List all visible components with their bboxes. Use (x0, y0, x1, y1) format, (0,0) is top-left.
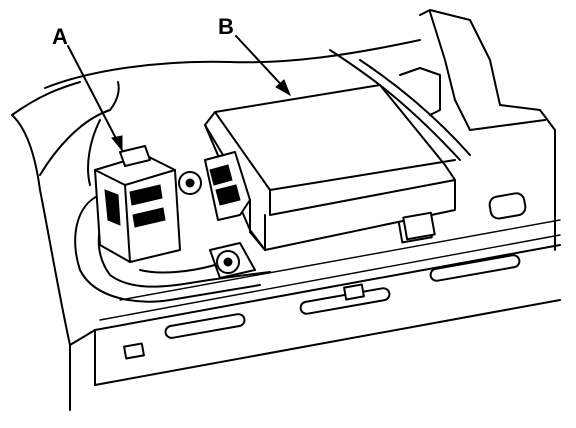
leader-arrow-b (275, 79, 291, 97)
leader-arrow-a (111, 135, 123, 152)
unit-connector (204, 151, 251, 221)
floor-panel (11, 39, 561, 411)
harness-connector-a (94, 145, 181, 263)
label-a: A (52, 24, 68, 49)
leader-line-b (235, 35, 289, 93)
label-b: B (218, 14, 234, 39)
bolts (178, 171, 256, 279)
floor-slots (123, 192, 527, 360)
control-unit-b (204, 84, 456, 251)
leader-line-a (67, 45, 123, 151)
